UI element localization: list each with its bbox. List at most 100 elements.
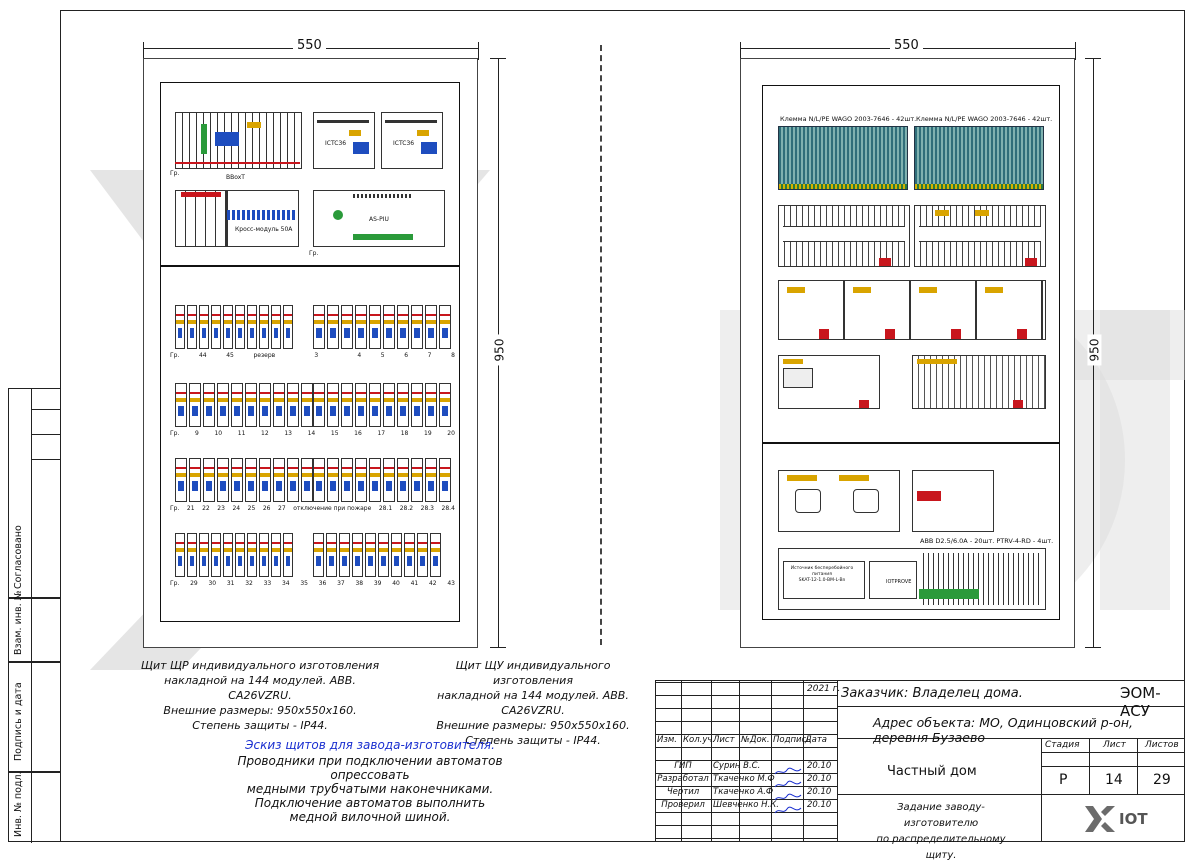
circuit-breaker bbox=[301, 458, 313, 502]
circuit-breaker bbox=[273, 458, 285, 502]
circuit-breaker bbox=[383, 458, 395, 502]
breaker-group-label: Гр. bbox=[170, 430, 180, 437]
circuit-breaker bbox=[189, 383, 201, 427]
right-height-value: 950 bbox=[1087, 334, 1102, 366]
iot-logo: IOT bbox=[1085, 804, 1165, 834]
staff-role: Чертил bbox=[666, 787, 700, 797]
manufacturer-notes: Эскиз щитов для завода-изготовителя. Про… bbox=[200, 738, 540, 824]
breaker-group-label: Гр. bbox=[170, 505, 180, 512]
strip-cell-agreed: Согласовано bbox=[8, 388, 60, 599]
revision-grid-line bbox=[655, 695, 837, 696]
breaker-group-label: 28.1 bbox=[378, 505, 393, 512]
staff-name: Шевченко Н.К. bbox=[713, 800, 780, 810]
task-description: Задание заводу-изготовителю по распредел… bbox=[861, 800, 1021, 864]
revision-grid-line bbox=[655, 773, 837, 774]
sheets-value: 29 bbox=[1153, 772, 1171, 788]
strip-label-inventory: Инв. № подл. bbox=[13, 771, 24, 837]
ups-module-left bbox=[778, 470, 900, 532]
title-block-header: Изм. bbox=[657, 735, 677, 745]
circuit-breaker bbox=[411, 383, 423, 427]
circuit-breaker bbox=[217, 383, 229, 427]
breaker-group-label: 28.4 bbox=[441, 505, 455, 512]
breaker-group-label: 7 bbox=[427, 352, 432, 359]
sheet-header: Лист bbox=[1103, 740, 1126, 750]
right-caption-line-3: Внешние размеры: 950x550x160. bbox=[436, 719, 630, 732]
breaker-group-label: 31 bbox=[226, 580, 235, 587]
breaker-group-label: 25 bbox=[247, 505, 256, 512]
circuit-breaker bbox=[223, 533, 233, 577]
as-piu-label: AS-PIU bbox=[369, 216, 389, 223]
cross-module-label: Кросс-модуль 50А bbox=[235, 226, 293, 233]
task-line-1: Задание заводу-изготовителю bbox=[897, 802, 985, 829]
circuit-breaker bbox=[391, 533, 402, 577]
left-upper-block-3: Кросс-модуль 50А bbox=[175, 190, 300, 250]
circuit-breaker bbox=[187, 305, 197, 349]
staff-role: ГИП bbox=[674, 761, 692, 771]
staff-date: 20.10 bbox=[807, 761, 832, 771]
circuit-breaker bbox=[199, 533, 209, 577]
staff-date: 20.10 bbox=[807, 787, 832, 797]
breaker-group-label: 4 bbox=[357, 352, 362, 359]
breaker-group-label: 28.3 bbox=[420, 505, 434, 512]
left-width-dimension: 550 bbox=[143, 38, 479, 60]
left-cabinet-mounting-plate bbox=[160, 82, 460, 622]
breaker-row-1-block-1 bbox=[175, 305, 293, 349]
breaker-group-label: 36 bbox=[318, 580, 327, 587]
circuit-breaker bbox=[175, 383, 187, 427]
breaker-group-label: 32 bbox=[245, 580, 253, 587]
strip-cell-replace: Взам. инв. № bbox=[8, 590, 60, 663]
circuit-breaker bbox=[430, 533, 441, 577]
breaker-group-label: 3 bbox=[314, 352, 319, 359]
breaker-group-label: 19 bbox=[424, 430, 432, 437]
right-height-dimension: 950 bbox=[1085, 58, 1105, 648]
revision-grid-line bbox=[655, 838, 837, 839]
iot-device-label: IOTPROVE bbox=[886, 579, 912, 585]
revision-grid-line bbox=[655, 812, 837, 813]
power-supply-module bbox=[912, 470, 994, 532]
circuit-breaker bbox=[287, 383, 299, 427]
revision-grid-line bbox=[771, 680, 772, 842]
circuit-breaker bbox=[425, 305, 437, 349]
left-upper-label-gr: Гр. bbox=[170, 170, 180, 177]
revision-grid-line bbox=[655, 708, 837, 709]
breaker-group-label: 9 bbox=[195, 430, 199, 437]
circuit-breaker bbox=[369, 458, 381, 502]
revision-grid-line bbox=[681, 680, 682, 842]
circuit-breaker bbox=[211, 305, 221, 349]
breaker-group-label: 37 bbox=[337, 580, 345, 587]
circuit-breaker bbox=[231, 383, 243, 427]
circuit-breaker bbox=[271, 305, 281, 349]
circuit-breaker bbox=[245, 458, 257, 502]
circuit-breaker bbox=[369, 383, 381, 427]
circuit-breaker bbox=[247, 533, 257, 577]
circuit-breaker bbox=[231, 458, 243, 502]
circuit-breaker bbox=[439, 458, 451, 502]
strip-cell-signature: Подпись и дата bbox=[8, 662, 60, 773]
circuit-breaker bbox=[326, 533, 337, 577]
ups-label-line-2: SKAT-12-1.0-BM-L-Bn bbox=[798, 578, 846, 583]
notes-line-1: Проводники при подключении автоматов опр… bbox=[237, 754, 503, 782]
circuit-breaker bbox=[411, 305, 423, 349]
circuit-breaker bbox=[271, 533, 281, 577]
title-block-header: Подпись bbox=[773, 735, 812, 745]
circuit-breaker bbox=[259, 458, 271, 502]
circuit-breaker bbox=[341, 458, 353, 502]
strip-label-replace: Взам. инв. № bbox=[13, 590, 24, 655]
circuit-breaker bbox=[217, 458, 229, 502]
bottom-row-block bbox=[778, 548, 1046, 610]
right-caption-line-2: накладной на 144 модулей. ABB. CA26VZRU. bbox=[437, 689, 629, 717]
staff-signature bbox=[773, 788, 803, 801]
staff-role: Проверил bbox=[661, 800, 705, 810]
circuit-breaker bbox=[187, 533, 197, 577]
breaker-group-label: 17 bbox=[377, 430, 386, 437]
breaker-row-1-block-2 bbox=[313, 305, 451, 349]
circuit-breaker bbox=[301, 383, 313, 427]
left-caption-line-2: накладной на 144 модулей. ABB. CA26VZRU. bbox=[164, 674, 356, 702]
circuit-breaker bbox=[341, 383, 353, 427]
circuit-breaker bbox=[327, 305, 339, 349]
dimmer-module bbox=[912, 355, 1046, 409]
right-width-dimension: 550 bbox=[740, 38, 1076, 60]
circuit-breaker bbox=[235, 305, 245, 349]
